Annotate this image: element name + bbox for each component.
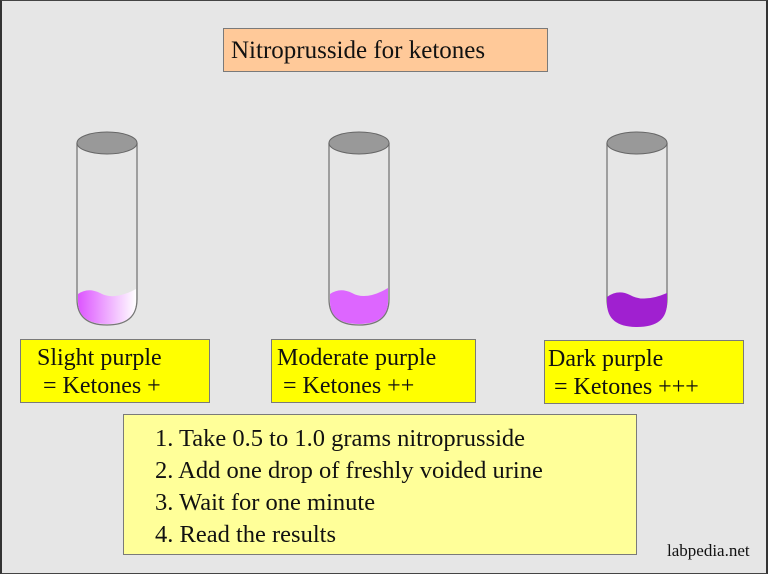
tube-cap bbox=[328, 131, 390, 155]
label-color: Dark purple bbox=[548, 346, 664, 372]
tube-cap bbox=[606, 131, 668, 155]
step-2: 2. Add one drop of freshly voided urine bbox=[155, 457, 543, 484]
label-moderate-purple: Moderate purple = Ketones ++ bbox=[271, 339, 476, 403]
label-result: = Ketones + bbox=[37, 373, 161, 399]
step-4: 4. Read the results bbox=[155, 521, 336, 548]
liquid-moderate bbox=[330, 288, 388, 324]
test-tube-slight bbox=[74, 129, 140, 329]
label-result: = Ketones ++ bbox=[277, 373, 415, 399]
watermark: labpedia.net bbox=[667, 541, 750, 560]
label-result: = Ketones +++ bbox=[548, 374, 699, 400]
test-tube-dark bbox=[604, 129, 670, 329]
label-slight-purple: Slight purple = Ketones + bbox=[20, 339, 210, 403]
tube-cap bbox=[76, 131, 138, 155]
step-3: 3. Wait for one minute bbox=[155, 489, 376, 516]
test-tube-moderate bbox=[326, 129, 392, 329]
label-color: Slight purple bbox=[37, 345, 162, 371]
liquid-slight bbox=[78, 289, 136, 324]
diagram-title: Nitroprusside for ketones bbox=[223, 28, 548, 72]
procedure-steps: 1. Take 0.5 to 1.0 grams nitroprusside 2… bbox=[123, 414, 637, 555]
step-1: 1. Take 0.5 to 1.0 grams nitroprusside bbox=[155, 425, 526, 452]
label-color: Moderate purple bbox=[277, 345, 437, 371]
label-dark-purple: Dark purple = Ketones +++ bbox=[544, 340, 744, 404]
liquid-dark bbox=[607, 292, 667, 327]
